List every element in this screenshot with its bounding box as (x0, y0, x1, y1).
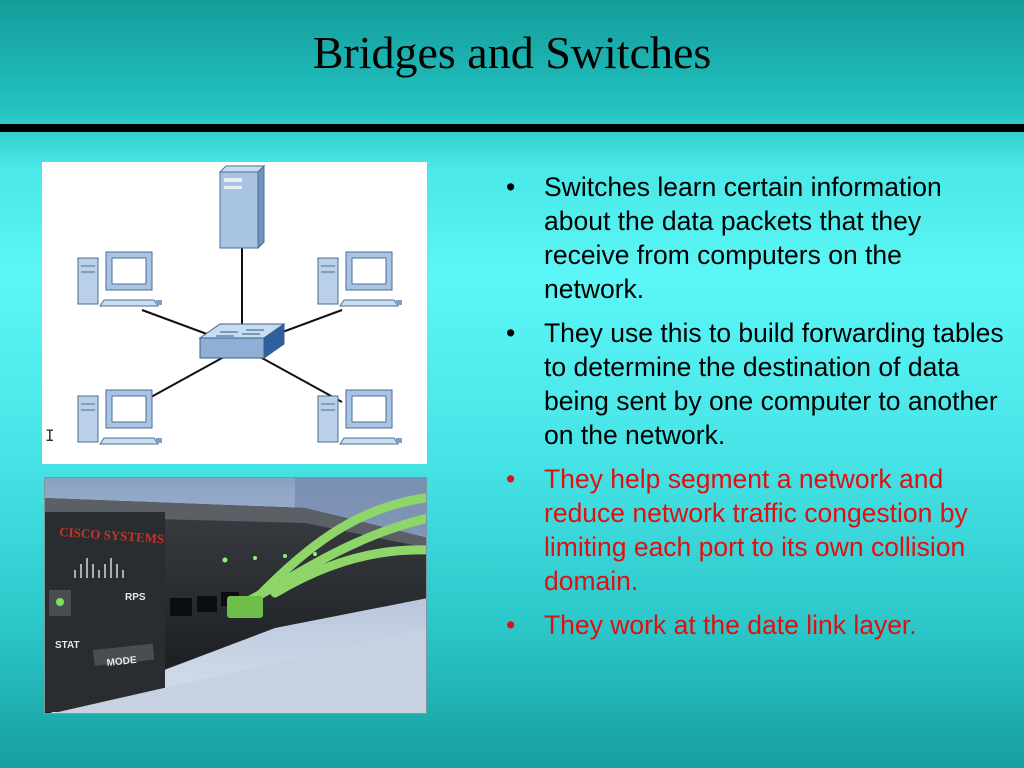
pc-icon-top-left (77, 251, 162, 307)
stat-label: STAT (55, 640, 80, 651)
pc-icon-top-right (317, 251, 402, 307)
pc-icon-bottom-left (77, 389, 162, 445)
bullet-dot: • (506, 610, 516, 640)
bullet-text: Switches learn certain information about… (544, 172, 942, 304)
switch-photo: CISCO SYSTEMS RPS STAT MODE (44, 477, 427, 714)
bullet-text: They help segment a network and reduce n… (544, 464, 968, 596)
pc-icon-bottom-right (317, 389, 402, 445)
bullet-dot: • (506, 318, 516, 348)
bullet-list: • Switches learn certain information abou… (506, 170, 1006, 652)
bullet-text: They use this to build forwarding tables… (544, 318, 1004, 450)
bullet-dot: • (506, 464, 516, 494)
cisco-logo-bars (74, 558, 124, 578)
bullet-text: They work at the date link layer. (544, 610, 917, 640)
mode-label: MODE (106, 655, 137, 669)
bullet-item: • They use this to build forwarding table… (506, 316, 1006, 452)
switch-icon (198, 323, 286, 359)
rps-label: RPS (125, 592, 146, 603)
text-cursor-icon: I (45, 426, 55, 445)
bullet-item: • Switches learn certain information abou… (506, 170, 1006, 306)
bullet-item: • They help segment a network and reduce … (506, 462, 1006, 598)
title-divider (0, 124, 1024, 132)
bullet-dot: • (506, 172, 516, 202)
slide-title: Bridges and Switches (312, 27, 712, 78)
cisco-brand-label: CISCO SYSTEMS (59, 524, 165, 546)
star-topology-diagram (42, 162, 427, 464)
bullet-item: • They work at the date link layer. (506, 608, 1006, 642)
server-icon (218, 164, 266, 250)
mode-button (93, 643, 155, 666)
